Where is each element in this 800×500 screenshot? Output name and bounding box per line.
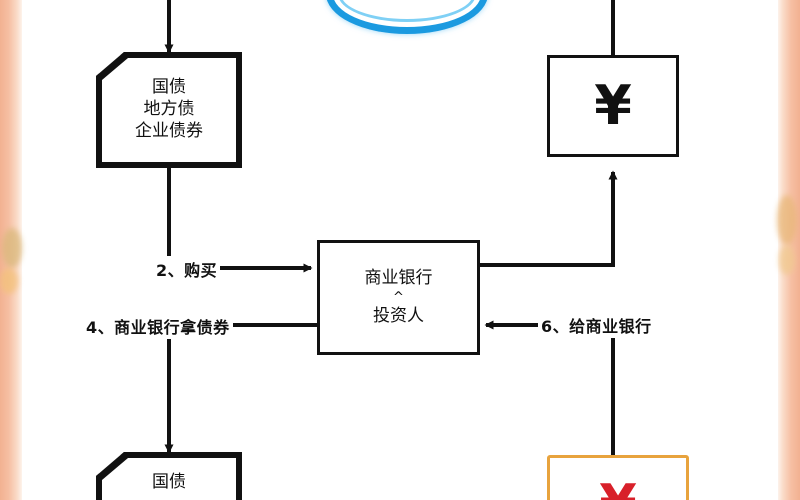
node-bonds-top-line-2: 地方债	[143, 99, 195, 120]
node-bonds-bottom[interactable]: 国债	[96, 452, 242, 500]
node-bank-label: 商业银行	[364, 267, 433, 288]
node-yen-top-right[interactable]: ¥	[547, 55, 679, 157]
node-bonds-top-line-1: 国债	[152, 77, 186, 98]
edge-label-give-to-bank: 6、给商业银行	[538, 312, 655, 338]
node-investor-label: 投资人	[373, 305, 424, 326]
node-bank-investor[interactable]: 商业银行 ^ 投资人	[317, 240, 480, 355]
edge-texture-blotch-right	[777, 195, 797, 245]
yen-sign-icon: ¥	[594, 74, 632, 137]
connector-bank-to-yen	[480, 170, 618, 267]
edge-label-bank-takes-bonds: 4、商业银行拿债券	[83, 313, 233, 339]
edge-label-purchase: 2、购买	[153, 256, 221, 282]
node-bonds-top[interactable]: 国债 地方债 企业债券	[96, 52, 242, 168]
edge-texture-blotch-right-2	[779, 245, 795, 275]
node-bonds-bottom-line-1: 国债	[152, 472, 186, 492]
connector-to-bank-payment	[484, 320, 615, 455]
yen-sign-red-icon: ¥	[599, 478, 637, 500]
node-bonds-top-line-3: 企业债券	[135, 120, 203, 141]
connector-bank-takes-bonds	[164, 323, 317, 454]
node-yen-bottom-right[interactable]: ¥	[547, 455, 689, 500]
edge-texture-blotch-left	[2, 228, 22, 268]
node-bank-caret-icon: ^	[393, 289, 404, 305]
edge-texture-blotch-left-2	[0, 268, 18, 294]
